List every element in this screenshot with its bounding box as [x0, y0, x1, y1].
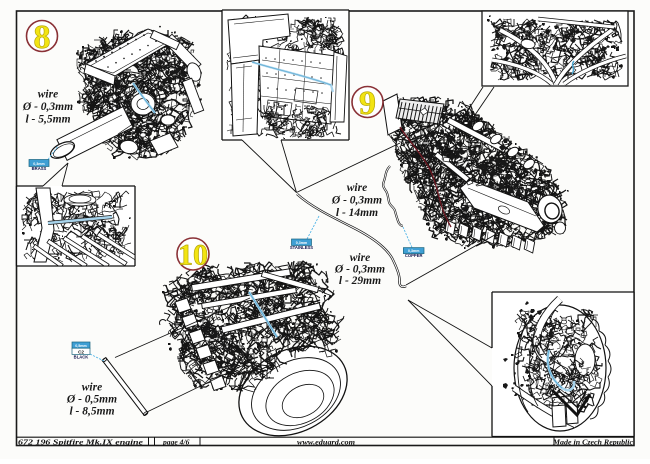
svg-text:wire: wire [82, 382, 102, 394]
svg-text:0,3mm: 0,3mm [408, 249, 419, 253]
svg-text:www.eduard.com: www.eduard.com [297, 438, 355, 446]
svg-text:8: 8 [34, 19, 51, 56]
svg-text:Ø - 0,5mm: Ø - 0,5mm [66, 394, 117, 406]
svg-text:BRASS: BRASS [32, 166, 47, 171]
svg-text:Made in Czech Republic: Made in Czech Republic [552, 438, 634, 446]
svg-text:COPPER: COPPER [405, 253, 423, 258]
svg-text:Ø - 0,3mm: Ø - 0,3mm [331, 195, 382, 207]
svg-text:l - 14mm: l - 14mm [336, 207, 378, 219]
svg-text:Ø - 0,3mm: Ø - 0,3mm [334, 264, 385, 276]
svg-text:0,5mm: 0,5mm [75, 344, 86, 348]
svg-text:STAINLESS: STAINLESS [290, 245, 313, 250]
svg-text:wire: wire [38, 89, 58, 101]
svg-text:l - 5,5mm: l - 5,5mm [25, 114, 70, 126]
svg-text:10: 10 [178, 239, 208, 272]
svg-text:wire: wire [347, 182, 367, 194]
svg-text:BLACK: BLACK [74, 355, 89, 360]
svg-text:0,3mm: 0,3mm [296, 241, 307, 245]
svg-text:9: 9 [359, 85, 376, 122]
svg-text:l - 29mm: l - 29mm [339, 275, 381, 287]
svg-text:l - 8,5mm: l - 8,5mm [69, 406, 114, 418]
svg-text:672 196 Spitfire Mk.IX engine: 672 196 Spitfire Mk.IX engine [18, 437, 144, 446]
svg-text:C2: C2 [78, 349, 84, 354]
svg-text:wire: wire [350, 252, 370, 264]
svg-text:Ø - 0,3mm: Ø - 0,3mm [22, 101, 73, 113]
svg-text:0,3mm: 0,3mm [33, 162, 44, 166]
svg-text:page 4/6: page 4/6 [162, 437, 190, 446]
